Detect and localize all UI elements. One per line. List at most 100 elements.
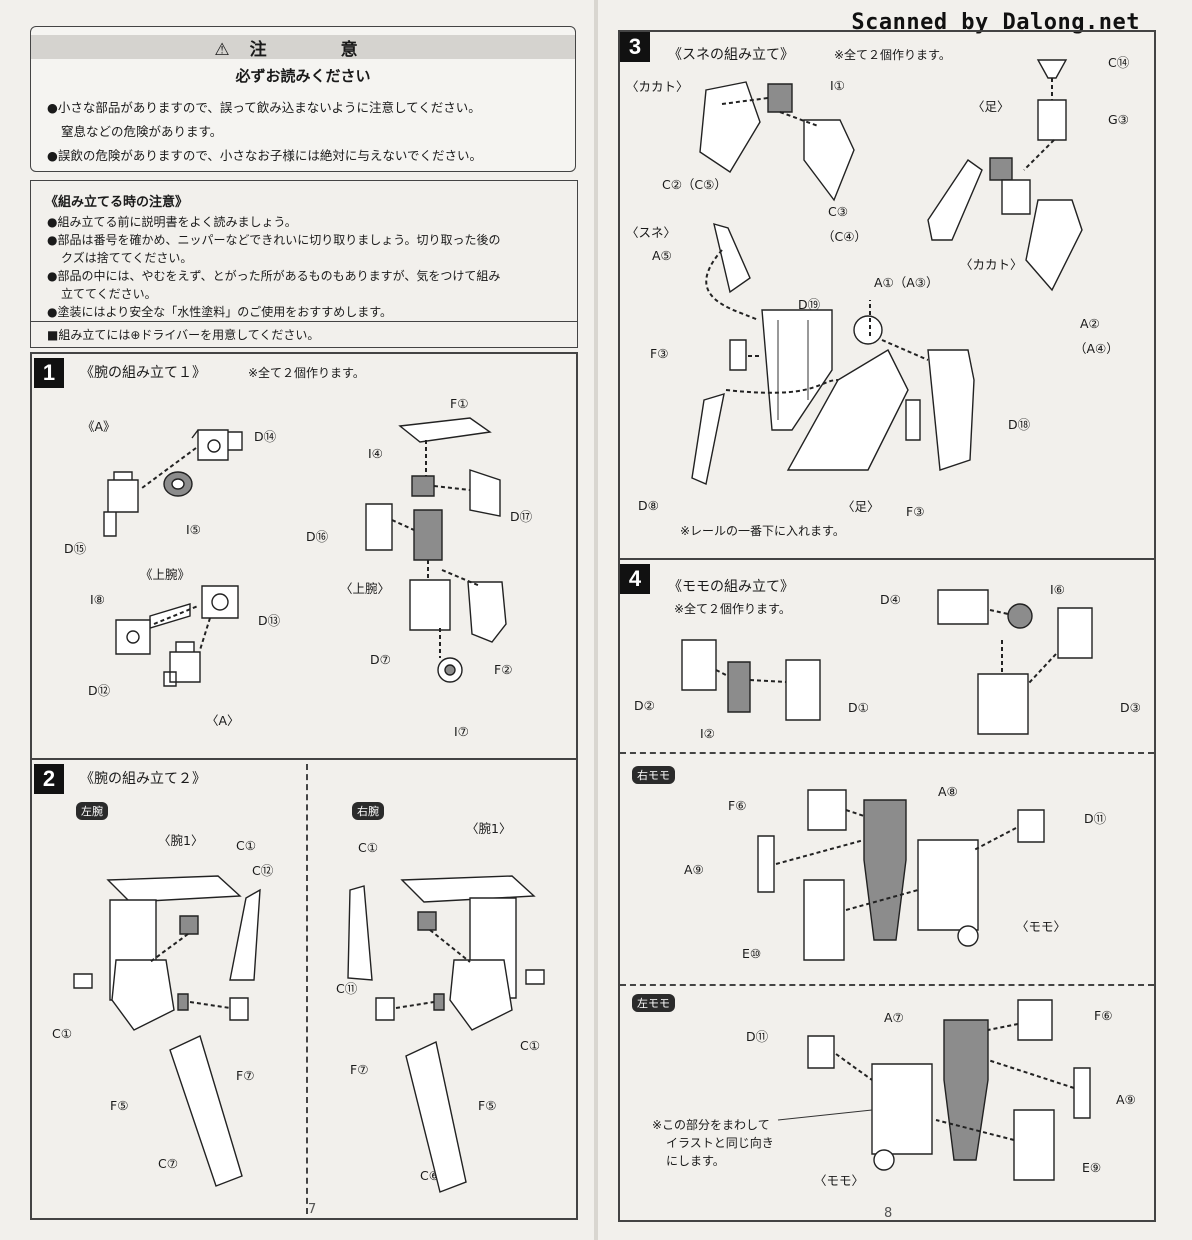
- part-label: D⑱: [1008, 417, 1031, 432]
- rotate-note: ※この部分をまわして: [652, 1118, 770, 1132]
- part-label: E⑩: [742, 946, 762, 961]
- part-d1: [785, 659, 821, 721]
- assembly-notes-box: 《組み立てる時の注意》 ●組み立てる前に説明書をよく読みましょう。 ●部品は番号…: [30, 180, 578, 348]
- right-arm-tag: 右腕: [352, 802, 384, 820]
- part-momo: [871, 1063, 933, 1171]
- group-label: 〈A〉: [206, 713, 240, 728]
- part-upper-arm: [413, 509, 443, 561]
- step1-diagram: [103, 417, 507, 687]
- part-label: （A④）: [1074, 341, 1119, 356]
- part-d12: [115, 619, 151, 655]
- part-c7: [169, 1035, 243, 1187]
- left-arm-tag: 左腕: [76, 802, 108, 820]
- part-label: I⑥: [1050, 582, 1065, 597]
- part-label: D⑲: [798, 297, 821, 312]
- part-label: I⑧: [90, 592, 105, 607]
- part-a2: [1025, 199, 1083, 292]
- part-a1-heel: [927, 159, 983, 241]
- part-c1: [179, 915, 199, 935]
- part-c1-small: [525, 969, 545, 985]
- part-f5: [433, 993, 445, 1011]
- part-label: D⑫: [88, 683, 111, 698]
- group-label: 〈足〉: [842, 499, 880, 514]
- part-c6: [405, 1040, 467, 1193]
- rail-note: ※レールの一番下に入れます。: [680, 524, 845, 538]
- part-label: 〈腕1〉: [466, 821, 512, 836]
- part-d3: [1057, 607, 1093, 659]
- step-number: 1: [34, 358, 64, 388]
- part-i6: [1007, 603, 1033, 629]
- part-label: I②: [700, 726, 715, 741]
- part-label: C①: [236, 838, 256, 853]
- part-label: D②: [634, 698, 655, 713]
- assembly-arrow: [391, 440, 481, 658]
- part-g3: [1037, 99, 1067, 141]
- part-d8: [691, 392, 725, 485]
- rotate-note: にします。: [666, 1154, 725, 1168]
- group-label: 《上腕》: [140, 567, 191, 582]
- assembly-arrow: [153, 605, 211, 651]
- part-e9: [1013, 1109, 1055, 1181]
- part-label: D①: [848, 700, 869, 715]
- part-f7: [375, 997, 395, 1021]
- step-note: ※全て２個作ります。: [248, 366, 365, 380]
- part-label: C⑫: [252, 863, 274, 878]
- arm-shoulder-plate: [400, 875, 536, 903]
- assembly-arrow: [835, 1023, 1075, 1141]
- assembly-note-line: ●塗装にはより安全な「水性塗料」のご使用をおすすめします。: [47, 305, 393, 319]
- part-d4: [937, 589, 989, 625]
- part-e10: [803, 879, 845, 961]
- part-label: D⑯: [306, 529, 329, 544]
- part-label: F③: [906, 504, 925, 519]
- part-heel-block: [989, 157, 1031, 215]
- part-label: A⑨: [684, 862, 704, 877]
- part-label: C③: [828, 204, 848, 219]
- part-c11: [347, 885, 373, 981]
- part-label: G③: [1108, 112, 1129, 127]
- step2-diagram: [73, 875, 545, 1193]
- part-label: D⑮: [64, 541, 87, 556]
- part-label: D③: [1120, 700, 1141, 715]
- part-label: C⑪: [336, 981, 358, 996]
- part-a9: [757, 835, 775, 893]
- part-label: C⑭: [1108, 55, 1130, 70]
- warning-line: ●誤飲の危険がありますので、小さなお子様には絶対に与えないでください。: [47, 148, 483, 163]
- part-label: D⑰: [510, 509, 533, 524]
- part-a8: [863, 799, 907, 941]
- part-i5: [163, 471, 193, 497]
- part-label: I④: [368, 446, 383, 461]
- assembly-arrow: [715, 669, 787, 683]
- rotate-note-leader: [777, 1109, 873, 1121]
- group-label: 〈スネ〉: [626, 225, 677, 240]
- part-a9: [1073, 1067, 1091, 1119]
- part-d2: [681, 639, 717, 691]
- page-number: 7: [308, 1202, 317, 1217]
- part-i2: [727, 661, 751, 713]
- arm-divider: [306, 764, 308, 1214]
- part-d13: [201, 585, 239, 619]
- group-label: 〈足〉: [972, 99, 1010, 114]
- part-d11: [1017, 809, 1045, 843]
- assembly-arrow: [1023, 78, 1055, 171]
- part-label: D⑧: [638, 498, 659, 513]
- part-d17: [469, 469, 501, 517]
- part-c14: [1036, 59, 1068, 79]
- part-d18: [927, 349, 975, 471]
- part-label: 〈腕1〉: [158, 833, 204, 848]
- part-d16: [365, 503, 393, 551]
- warning-line: 窒息などの危険があります。: [61, 124, 223, 139]
- part-d11: [807, 1035, 835, 1069]
- part-label: A①（A③）: [874, 275, 939, 290]
- step-title: 《スネの組み立て》: [668, 47, 794, 63]
- step-title: 《腕の組み立て１》: [80, 365, 206, 381]
- assembly-arrow: [705, 249, 929, 394]
- driver-note: ■組み立てには⊕ドライバーを用意してください。: [47, 328, 320, 342]
- assembly-arrow: [141, 447, 197, 489]
- part-d19: [761, 309, 833, 431]
- part-label: E⑨: [1082, 1160, 1102, 1175]
- right-thigh-tag: 右モモ: [632, 766, 675, 784]
- part-label: A⑧: [938, 784, 958, 799]
- step-title: 《腕の組み立て２》: [80, 771, 206, 787]
- part-foot: [786, 315, 909, 471]
- step-number: 2: [34, 764, 64, 794]
